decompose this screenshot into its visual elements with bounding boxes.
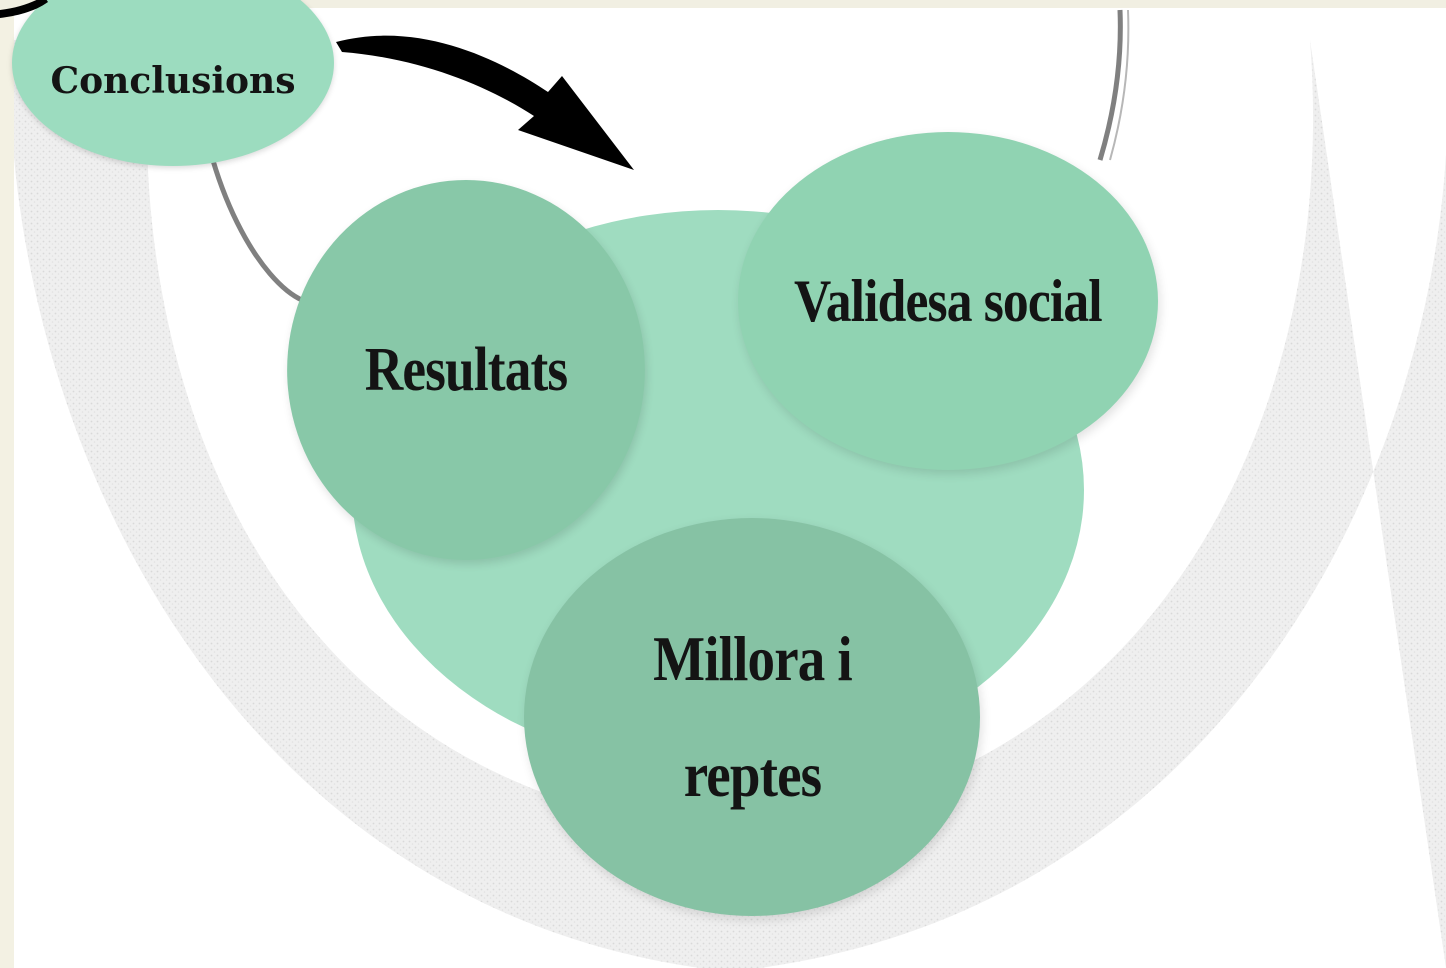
conclusions-to-center-arrow bbox=[336, 36, 634, 170]
incoming-arrow-fragment bbox=[0, 0, 48, 18]
